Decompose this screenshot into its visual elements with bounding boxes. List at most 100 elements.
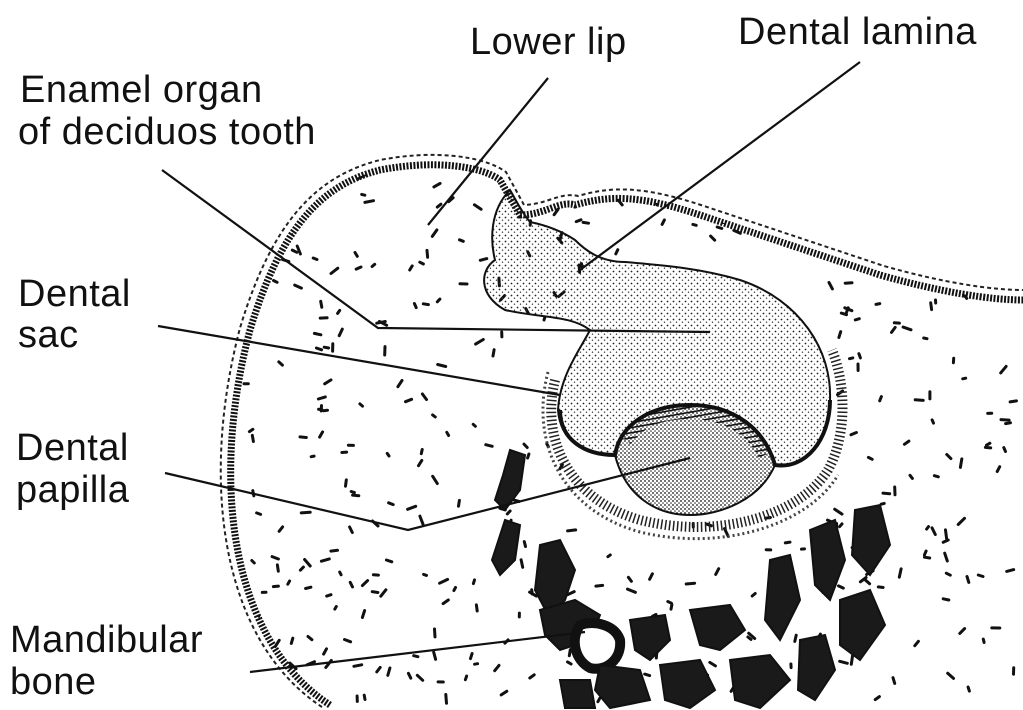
mesenchyme-cell <box>507 511 510 514</box>
mesenchyme-cell <box>273 586 278 587</box>
mesenchyme-cell <box>354 665 362 667</box>
mesenchyme-cell <box>608 555 610 557</box>
mesenchyme-cell <box>420 262 424 264</box>
mesenchyme-cell <box>524 444 527 447</box>
mesenchyme-cell <box>242 588 244 595</box>
mesenchyme-cell <box>968 687 969 691</box>
mesenchyme-cell <box>925 557 930 558</box>
mesenchyme-cell <box>459 500 460 506</box>
mesenchyme-cell <box>875 697 879 700</box>
mesenchyme-cell <box>868 457 872 459</box>
mesenchyme-cell <box>947 455 951 459</box>
mesenchyme-cell <box>544 317 545 320</box>
mesenchyme-cell <box>628 589 636 592</box>
mesenchyme-cell <box>420 516 423 524</box>
mesenchyme-cell <box>443 600 448 604</box>
mesenchyme-cell <box>288 581 290 584</box>
mesenchyme-cell <box>924 551 926 555</box>
mesenchyme-cell <box>372 264 375 266</box>
mesenchyme-cell <box>997 467 1000 472</box>
mesenchyme-cell <box>242 268 248 275</box>
mesenchyme-cell <box>997 218 1000 220</box>
mesenchyme-cell <box>618 200 622 205</box>
mesenchyme-cell <box>486 445 492 447</box>
mesenchyme-cell <box>598 698 600 702</box>
mesenchyme-cell <box>948 673 954 678</box>
mesenchyme-cell <box>424 574 427 575</box>
mesenchyme-cell <box>438 365 446 367</box>
mesenchyme-cell <box>300 437 306 438</box>
mesenchyme-cell <box>465 676 466 680</box>
mesenchyme-cell <box>978 575 983 577</box>
mesenchyme-cell <box>734 230 741 233</box>
mesenchyme-cell <box>295 285 302 288</box>
label-dental-sac-line1: Dental <box>18 274 131 314</box>
mesenchyme-cell <box>279 362 283 365</box>
mesenchyme-cell <box>1006 423 1011 424</box>
mesenchyme-cell <box>931 189 935 193</box>
mesenchyme-cell <box>616 250 618 254</box>
mesenchyme-cell <box>839 586 844 588</box>
mesenchyme-cell <box>377 322 386 324</box>
label-dental-papilla-line2: papilla <box>16 470 129 510</box>
mesenchyme-cell <box>841 313 846 315</box>
mesenchyme-cell <box>893 678 895 684</box>
mesenchyme-cell <box>338 310 340 313</box>
mesenchyme-cell <box>1007 570 1014 572</box>
mesenchyme-cell <box>475 664 478 665</box>
mesenchyme-cell <box>865 242 868 247</box>
mesenchyme-cell <box>839 332 841 338</box>
mesenchyme-cell <box>835 509 842 514</box>
mesenchyme-cell <box>356 267 361 269</box>
mesenchyme-cell <box>306 587 311 588</box>
mesenchyme-cell <box>300 567 303 570</box>
mesenchyme-cell <box>865 580 870 584</box>
mesenchyme-cell <box>437 299 440 302</box>
mesenchyme-cell <box>414 656 418 657</box>
mesenchyme-cell <box>398 381 402 387</box>
mesenchyme-cell <box>247 254 251 260</box>
mesenchyme-cell <box>480 259 487 261</box>
mesenchyme-cell <box>693 224 696 225</box>
mesenchyme-cell <box>493 350 494 356</box>
mesenchyme-cell <box>840 524 842 527</box>
mesenchyme-cell <box>419 460 422 465</box>
mesenchyme-cell <box>983 639 984 642</box>
mesenchyme-cell <box>958 518 964 524</box>
mesenchyme-cell <box>388 668 390 675</box>
mesenchyme-cell <box>314 333 321 334</box>
label-enamel-organ-line2: of deciduos tooth <box>18 112 316 152</box>
label-dental-lamina: Dental lamina <box>738 12 977 52</box>
mesenchyme-cell <box>432 230 437 237</box>
mesenchyme-cell <box>434 652 436 659</box>
mesenchyme-cell <box>568 662 572 664</box>
mesenchyme-cell <box>1010 401 1016 402</box>
mesenchyme-cell <box>883 493 890 494</box>
leader-lower-lip <box>428 78 548 225</box>
mesenchyme-cell <box>792 182 798 186</box>
mesenchyme-cell <box>1004 448 1006 452</box>
mesenchyme-cell <box>433 415 436 417</box>
mesenchyme-cell <box>915 400 923 401</box>
mesenchyme-cell <box>693 190 694 198</box>
mesenchyme-cell <box>716 569 719 575</box>
mesenchyme-cell <box>569 650 570 656</box>
mesenchyme-cell <box>471 654 473 659</box>
mesenchyme-cell <box>992 176 994 182</box>
label-dental-papilla-line1: Dental <box>16 428 129 468</box>
mesenchyme-cell <box>389 503 394 505</box>
mesenchyme-cell <box>406 399 412 401</box>
mesenchyme-cell <box>960 629 965 634</box>
mesenchyme-cell <box>501 691 507 695</box>
mesenchyme-cell <box>345 640 351 642</box>
mesenchyme-cell <box>963 378 966 379</box>
mesenchyme-cell <box>752 594 755 597</box>
label-mandibular-bone-line2: bone <box>10 662 97 702</box>
mesenchyme-cell <box>985 447 990 448</box>
leader-dental-sac <box>158 326 560 395</box>
mesenchyme-cell <box>410 266 413 270</box>
mesenchyme-cell <box>236 572 237 579</box>
mesenchyme-cell <box>892 188 895 194</box>
mesenchyme-cell <box>355 253 357 257</box>
mesenchyme-cell <box>943 540 948 542</box>
